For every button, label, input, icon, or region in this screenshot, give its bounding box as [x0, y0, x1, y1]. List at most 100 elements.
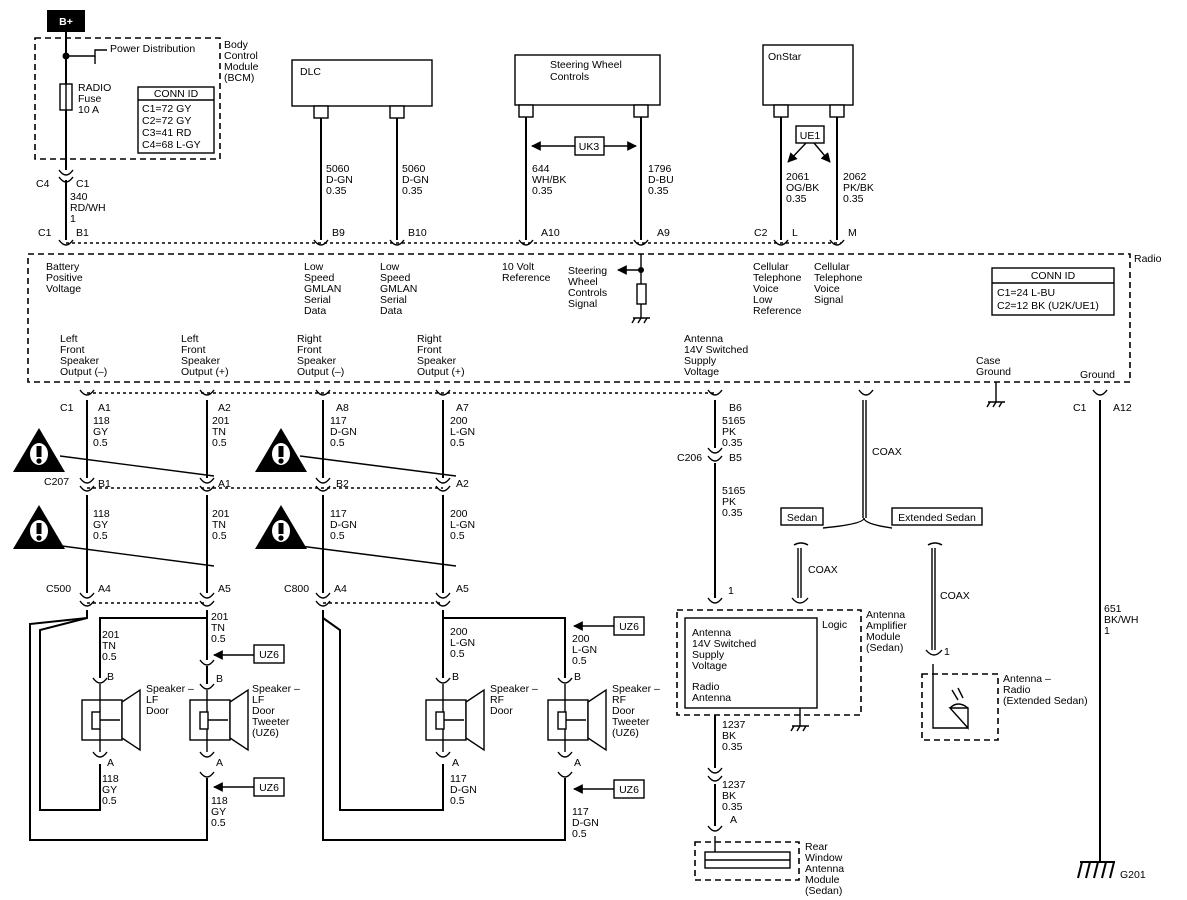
svg-text:Output (–): Output (–)	[60, 366, 107, 378]
svg-text:TN: TN	[211, 622, 225, 634]
svg-text:M: M	[848, 227, 857, 239]
svg-text:Left: Left	[181, 333, 199, 345]
svg-text:A4: A4	[98, 583, 111, 595]
ue1-option-label: UE1	[800, 130, 821, 142]
svg-text:GY: GY	[211, 806, 226, 818]
svg-text:644: 644	[532, 163, 550, 175]
svg-text:C800: C800	[284, 583, 309, 595]
svg-text:C500: C500	[46, 583, 71, 595]
svg-text:Serial: Serial	[380, 294, 407, 306]
sedan-option-label: Sedan	[787, 512, 818, 524]
svg-text:0.5: 0.5	[572, 655, 587, 667]
svg-text:BK: BK	[722, 730, 736, 742]
svg-text:0.35: 0.35	[722, 437, 743, 449]
svg-text:1: 1	[944, 646, 950, 658]
svg-text:Control: Control	[224, 50, 258, 62]
svg-text:10 A: 10 A	[78, 104, 99, 116]
svg-text:201: 201	[212, 508, 230, 520]
svg-text:RF: RF	[490, 694, 504, 706]
svg-text:Left: Left	[60, 333, 78, 345]
svg-text:0.35: 0.35	[722, 741, 743, 753]
speaker-rf-tweeter: B A Speaker – RF Door Tweeter (UZ6)	[547, 671, 660, 769]
svg-text:L-GN: L-GN	[450, 637, 475, 649]
svg-text:Speaker: Speaker	[417, 355, 457, 367]
svg-text:0.5: 0.5	[211, 633, 226, 645]
svg-text:Steering Wheel: Steering Wheel	[550, 59, 622, 71]
svg-text:BK/WH: BK/WH	[1104, 614, 1138, 626]
svg-text:A12: A12	[1113, 402, 1132, 414]
svg-text:Reference: Reference	[502, 272, 551, 284]
svg-text:Output (+): Output (+)	[181, 366, 229, 378]
svg-text:B10: B10	[408, 227, 427, 239]
svg-text:Module: Module	[224, 61, 259, 73]
svg-text:C1: C1	[60, 402, 74, 414]
svg-text:Antenna: Antenna	[692, 627, 731, 639]
svg-text:Tweeter: Tweeter	[612, 716, 650, 728]
caution-icon	[13, 505, 65, 549]
svg-text:GY: GY	[93, 519, 108, 531]
svg-text:C2=12 BK (U2K/UE1): C2=12 BK (U2K/UE1)	[997, 300, 1099, 312]
svg-text:RADIO: RADIO	[78, 82, 111, 94]
svg-text:B: B	[107, 671, 114, 683]
svg-text:B1: B1	[76, 227, 89, 239]
svg-text:Speaker: Speaker	[297, 355, 337, 367]
uz6-option-label: UZ6	[619, 784, 639, 796]
svg-text:C1: C1	[1073, 402, 1087, 414]
svg-text:201: 201	[102, 629, 120, 641]
svg-text:A4: A4	[334, 583, 347, 595]
svg-text:117: 117	[330, 415, 347, 427]
uz6-option-label: UZ6	[259, 649, 279, 661]
svg-text:A7: A7	[456, 402, 469, 414]
svg-text:Front: Front	[181, 344, 206, 356]
svg-text:Voice: Voice	[753, 283, 779, 295]
svg-text:COAX: COAX	[808, 564, 838, 576]
svg-text:A1: A1	[98, 402, 111, 414]
svg-text:B2: B2	[336, 478, 349, 490]
svg-text:0.5: 0.5	[93, 530, 108, 542]
uk3-option-label: UK3	[579, 141, 600, 153]
svg-text:Controls: Controls	[568, 287, 607, 299]
uz6-option-label: UZ6	[619, 621, 639, 633]
svg-text:0.35: 0.35	[402, 185, 423, 197]
svg-text:OG/BK: OG/BK	[786, 182, 819, 194]
svg-text:118: 118	[102, 773, 119, 785]
svg-text:Output (–): Output (–)	[297, 366, 344, 378]
svg-text:D-GN: D-GN	[572, 817, 599, 829]
uz6-option-label: UZ6	[259, 782, 279, 794]
svg-text:Antenna: Antenna	[692, 692, 731, 704]
svg-text:Door: Door	[490, 705, 513, 717]
svg-text:TN: TN	[102, 640, 116, 652]
svg-text:Speaker –: Speaker –	[146, 683, 194, 695]
radio-label: Radio	[1134, 253, 1162, 265]
svg-text:TN: TN	[212, 519, 226, 531]
svg-text:200: 200	[450, 626, 468, 638]
svg-text:A5: A5	[456, 583, 469, 595]
svg-text:5060: 5060	[326, 163, 350, 175]
speaker-lf-door: B A Speaker – LF Door	[81, 671, 194, 769]
svg-text:CONN ID: CONN ID	[1031, 270, 1076, 282]
svg-text:A2: A2	[456, 478, 469, 490]
svg-text:117: 117	[330, 508, 347, 520]
svg-text:D-BU: D-BU	[648, 174, 674, 186]
steering-wheel-controls-module: Steering Wheel Controls	[514, 54, 661, 118]
bplus-label: B+	[59, 16, 73, 28]
svg-text:0.35: 0.35	[648, 185, 669, 197]
svg-text:117: 117	[572, 806, 589, 818]
onstar-module: OnStar	[762, 44, 854, 118]
svg-text:C4: C4	[36, 178, 50, 190]
svg-text:Front: Front	[417, 344, 442, 356]
power-distribution-label: Power Distribution	[110, 43, 195, 55]
radio-bottom-connector-terminals	[79, 389, 1108, 396]
svg-text:A: A	[574, 757, 581, 769]
svg-text:0.5: 0.5	[450, 795, 465, 807]
svg-text:BK: BK	[722, 790, 736, 802]
svg-text:Signal: Signal	[568, 298, 597, 310]
svg-text:PK: PK	[722, 426, 736, 438]
svg-text:10 Volt: 10 Volt	[502, 261, 534, 273]
svg-text:5165: 5165	[722, 485, 746, 497]
svg-text:C4=68 L-GY: C4=68 L-GY	[142, 139, 201, 151]
svg-text:0.5: 0.5	[450, 530, 465, 542]
svg-text:Radio: Radio	[1003, 684, 1031, 696]
svg-text:(Sedan): (Sedan)	[866, 642, 903, 654]
svg-text:Speaker –: Speaker –	[490, 683, 538, 695]
